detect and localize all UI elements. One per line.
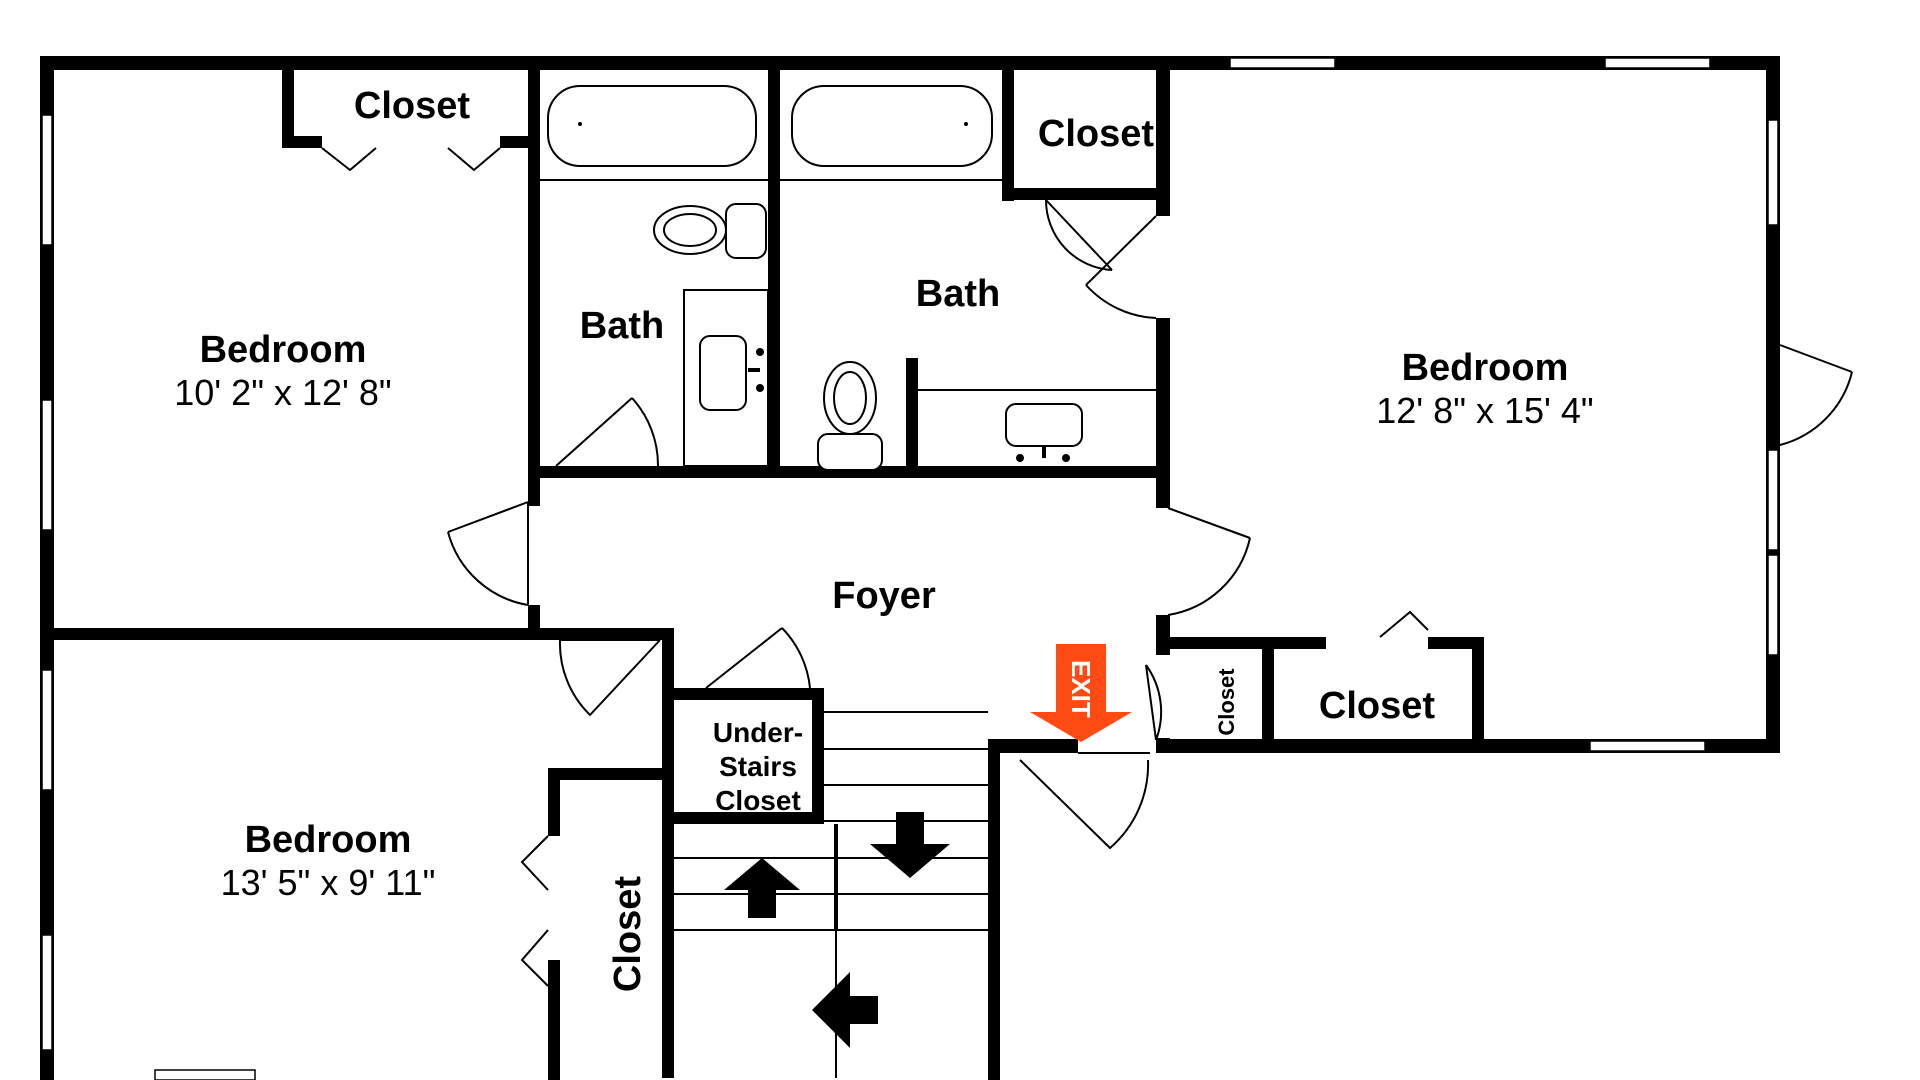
under-stairs-closet-line-2: Stairs — [719, 751, 797, 782]
bathtub-left — [547, 85, 757, 167]
exterior-walls — [40, 56, 1780, 1080]
doors — [321, 147, 1853, 987]
closet-top-left-title: Closet — [354, 85, 470, 127]
sink-right — [1005, 403, 1083, 447]
windows — [41, 57, 1779, 1080]
bedroom-bottom-left-dimensions: 13' 5" x 9' 11" — [221, 862, 436, 903]
room-labels: Bedroom 10' 2" x 12' 8" Bedroom 12' 8" x… — [174, 85, 1593, 992]
bathtub-right — [791, 85, 993, 167]
exit-sign: EXIT — [1030, 644, 1132, 742]
closet-right-small-title: Closet — [1214, 668, 1239, 736]
sink-left — [699, 335, 747, 411]
closet-bottom-left-title: Closet — [607, 876, 649, 992]
stair-up-arrow-icon — [724, 858, 800, 918]
staircase — [674, 711, 988, 1078]
bedroom-top-left-title: Bedroom — [200, 329, 367, 371]
bedroom-right-dimensions: 12' 8" x 15' 4" — [1376, 390, 1593, 431]
stair-left-arrow-icon — [812, 972, 878, 1048]
bedroom-bottom-left-title: Bedroom — [245, 819, 412, 861]
exit-label: EXIT — [1066, 660, 1096, 718]
bath-right-title: Bath — [916, 273, 1000, 315]
stair-down-arrow-icon — [870, 812, 950, 878]
toilet-right — [817, 361, 883, 471]
bedroom-top-left-dimensions: 10' 2" x 12' 8" — [174, 372, 391, 413]
foyer-title: Foyer — [832, 575, 936, 617]
under-stairs-closet-line-1: Under- — [713, 717, 803, 748]
closet-top-right-title: Closet — [1038, 113, 1154, 155]
bedroom-right-title: Bedroom — [1402, 347, 1569, 389]
toilet-left — [653, 203, 767, 259]
fixtures — [540, 85, 1160, 471]
exit-arrow-icon — [1030, 644, 1132, 742]
under-stairs-closet-line-3: Closet — [715, 785, 801, 816]
interior-walls — [40, 56, 1484, 1080]
closet-right-title: Closet — [1319, 685, 1435, 727]
bath-left-title: Bath — [580, 305, 664, 347]
